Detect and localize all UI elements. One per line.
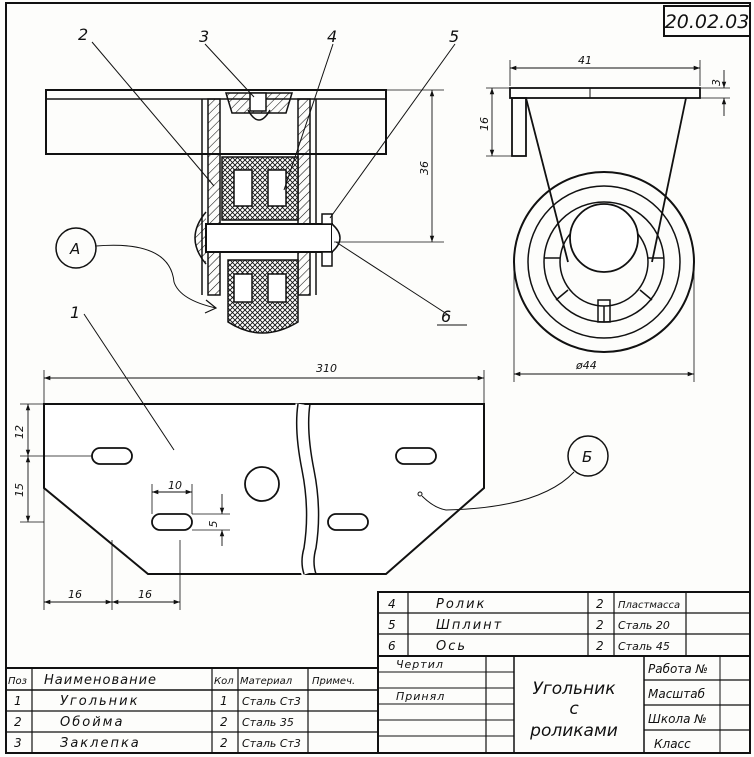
dim-10: 10 bbox=[168, 479, 182, 492]
svg-text:2: 2 bbox=[596, 639, 604, 653]
table-row: 1 Угольник 1 Сталь Ст3 bbox=[14, 694, 301, 709]
callout-2: 2 bbox=[78, 25, 88, 44]
table-row: 3 Заклепка 2 Сталь Ст3 bbox=[14, 736, 301, 751]
svg-text:Наименование: Наименование bbox=[44, 673, 157, 688]
svg-text:2: 2 bbox=[220, 715, 228, 729]
dim-12: 12 bbox=[13, 425, 26, 439]
parts-table-lower bbox=[5, 667, 379, 754]
title-block bbox=[377, 655, 751, 754]
svg-text:Сталь 20: Сталь 20 bbox=[618, 619, 670, 632]
title-line-1: Угольник bbox=[532, 679, 616, 699]
svg-text:5: 5 bbox=[388, 618, 396, 632]
svg-text:Кол: Кол bbox=[214, 676, 234, 687]
accepted-label: Принял bbox=[396, 690, 445, 703]
dim-16-right: 16 bbox=[138, 588, 152, 601]
drew-label: Чертил bbox=[396, 658, 444, 671]
svg-text:Шплинт: Шплинт bbox=[436, 618, 503, 633]
callout-1: 1 bbox=[70, 303, 80, 322]
drawing-number: 20.02.03 bbox=[665, 11, 750, 33]
dim-5: 5 bbox=[207, 521, 220, 528]
svg-text:2: 2 bbox=[220, 736, 228, 750]
dim-16-left: 16 bbox=[68, 588, 82, 601]
svg-text:Примеч.: Примеч. bbox=[312, 676, 355, 687]
class-label: Класс bbox=[654, 737, 691, 751]
callout-3: 3 bbox=[199, 27, 209, 46]
table-header: Поз Наименование Кол Материал Примеч. bbox=[8, 673, 355, 688]
svg-text:Заклепка: Заклепка bbox=[60, 736, 141, 751]
detail-mark-a: A bbox=[69, 240, 80, 258]
table-row: 6 Ось 2 Сталь 45 bbox=[388, 639, 670, 654]
front-section-view: 36 bbox=[45, 41, 467, 334]
svg-text:Угольник: Угольник bbox=[60, 694, 139, 709]
title-line-2: с bbox=[569, 699, 579, 719]
dim-36: 36 bbox=[418, 161, 431, 175]
scale-label: Масштаб bbox=[648, 687, 706, 701]
dim-15: 15 bbox=[13, 483, 26, 497]
svg-text:Сталь 35: Сталь 35 bbox=[242, 716, 294, 729]
svg-text:Сталь Ст3: Сталь Ст3 bbox=[242, 695, 301, 708]
title-line-3: роликами bbox=[529, 721, 618, 741]
svg-text:3: 3 bbox=[14, 736, 22, 750]
svg-text:Ось: Ось bbox=[436, 639, 467, 654]
callout-4: 4 bbox=[327, 27, 337, 46]
table-row: 4 Ролик 2 Пластмасса bbox=[388, 597, 680, 612]
table-row: 2 Обойма 2 Сталь 35 bbox=[14, 715, 294, 730]
svg-text:Ролик: Ролик bbox=[436, 597, 486, 612]
svg-text:2: 2 bbox=[596, 597, 604, 611]
dim-3: 3 bbox=[710, 79, 723, 86]
svg-text:Сталь Ст3: Сталь Ст3 bbox=[242, 737, 301, 750]
callout-5: 5 bbox=[449, 27, 459, 46]
school-number-label: Школа № bbox=[648, 712, 707, 726]
dim-41: 41 bbox=[578, 54, 592, 67]
svg-text:Материал: Материал bbox=[240, 676, 293, 687]
parts-table-upper bbox=[377, 591, 751, 657]
svg-text:6: 6 bbox=[388, 639, 396, 653]
svg-text:4: 4 bbox=[388, 597, 396, 611]
svg-text:1: 1 bbox=[220, 694, 228, 708]
table-row: 5 Шплинт 2 Сталь 20 bbox=[388, 618, 670, 633]
callout-6: 6 bbox=[441, 307, 451, 326]
work-number-label: Работа № bbox=[648, 662, 708, 676]
svg-text:2: 2 bbox=[596, 618, 604, 632]
svg-text:Поз: Поз bbox=[8, 676, 27, 687]
plan-view: 310 12 15 10 5 16 16 bbox=[13, 313, 609, 610]
dim-310: 310 bbox=[316, 362, 337, 375]
drawing-number-box: 20.02.03 bbox=[663, 5, 751, 37]
detail-mark-b: Б bbox=[582, 448, 592, 466]
svg-text:Обойма: Обойма bbox=[60, 715, 124, 730]
svg-text:Сталь 45: Сталь 45 bbox=[618, 640, 670, 653]
side-view: 41 3 16 ø44 bbox=[478, 54, 730, 382]
svg-text:2: 2 bbox=[14, 715, 22, 729]
dim-44: ø44 bbox=[575, 359, 597, 372]
svg-text:Пластмасса: Пластмасса bbox=[618, 600, 680, 611]
dim-16-side: 16 bbox=[478, 117, 491, 131]
svg-text:1: 1 bbox=[14, 694, 22, 708]
